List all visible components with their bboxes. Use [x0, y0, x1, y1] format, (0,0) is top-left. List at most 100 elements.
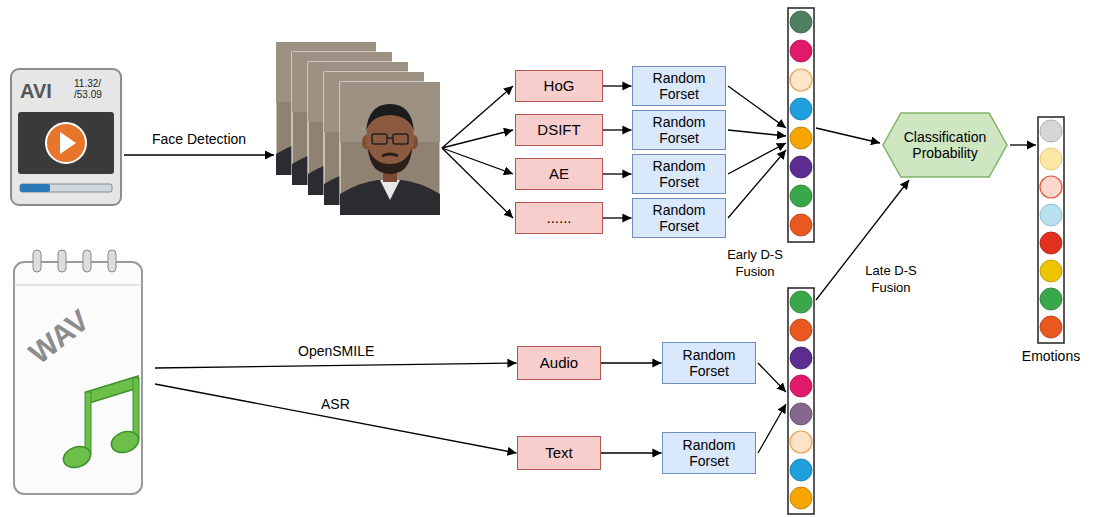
music-note — [60, 376, 141, 471]
connector-arrow — [601, 452, 662, 453]
connector-arrow — [728, 130, 786, 136]
vector-cell — [1040, 232, 1062, 254]
edge-label: ASR — [318, 396, 353, 413]
node-text: Random Forset — [648, 114, 710, 146]
face-frame — [340, 82, 440, 215]
connector-arrow — [155, 384, 517, 453]
fusion-hexagon: Classification Probability — [882, 112, 1008, 178]
progress-bar — [20, 184, 112, 192]
vector-cell — [790, 69, 812, 91]
classifier-box: Random Forset — [662, 342, 756, 384]
classifier-box: Random Forset — [632, 198, 726, 238]
vector-cell — [790, 431, 812, 453]
node-text: Audio — [540, 354, 578, 372]
play-triangle — [60, 132, 76, 154]
connector-arrow — [603, 129, 632, 130]
vector-cell — [790, 127, 812, 149]
vector-cell — [1040, 260, 1062, 282]
progress-fill — [20, 184, 50, 192]
feature-box: HoG — [515, 70, 603, 102]
connector-arrow — [728, 150, 786, 218]
binder-ring — [108, 250, 116, 272]
connector-arrow — [601, 362, 662, 363]
connector-arrow — [442, 86, 513, 148]
vector-cell — [790, 40, 812, 62]
feature-box: Text — [517, 436, 601, 470]
connector-arrow — [758, 404, 786, 453]
page-rule — [14, 285, 142, 286]
face-frames — [276, 42, 440, 215]
vector-frame — [788, 288, 814, 514]
play-button — [46, 123, 86, 163]
connector-arrow — [124, 154, 274, 155]
node-text: Random Forset — [678, 347, 740, 379]
annotation-label: Early D-S Fusion — [722, 246, 788, 280]
video-icon — [11, 69, 121, 205]
feature-box: Audio — [517, 346, 601, 380]
video-file-icon: AVI11.32/ /53.09 — [10, 68, 122, 206]
connector-arrow — [442, 130, 513, 148]
probability-vector — [788, 8, 814, 242]
vector-cell — [790, 214, 812, 236]
node-text: WAV — [23, 303, 96, 370]
connector-arrow — [816, 128, 880, 143]
audio-icon — [14, 250, 142, 494]
step-label: Face Detection — [152, 131, 246, 148]
vector-cell — [790, 375, 812, 397]
vector-cell — [790, 185, 812, 207]
binder-ring — [33, 250, 41, 272]
vector-cell — [790, 291, 812, 313]
classifier-box: Random Forset — [632, 110, 726, 150]
vector-cell — [790, 11, 812, 33]
vector-cell — [1040, 204, 1062, 226]
node-text: HoG — [544, 77, 575, 95]
audio-file-icon: WAV — [10, 250, 155, 502]
vector-cell — [1040, 288, 1062, 310]
connector-arrow — [603, 85, 632, 86]
annotation-label: Late D-S Fusion — [856, 262, 926, 296]
node-text: Random Forset — [648, 202, 710, 234]
vector-cell — [790, 347, 812, 369]
vector-frame — [1038, 117, 1064, 343]
classifier-box: Random Forset — [662, 432, 756, 474]
connector-arrow — [442, 148, 513, 174]
classifier-box: Random Forset — [632, 154, 726, 194]
binder-ring — [83, 250, 91, 272]
vector-cell — [790, 403, 812, 425]
connector-arrow — [442, 148, 513, 218]
connector-arrow — [155, 363, 517, 368]
vector-cell — [790, 319, 812, 341]
connector-arrow — [1010, 144, 1036, 145]
binder-ring — [58, 250, 66, 272]
vector-cell — [1040, 316, 1062, 338]
vector-cell — [1040, 176, 1062, 198]
node-text: AVI — [20, 80, 122, 102]
classifier-box: Random Forset — [632, 66, 726, 106]
edge-label: OpenSMILE — [295, 343, 377, 360]
vector-cell — [790, 459, 812, 481]
emotion-vector — [1038, 117, 1064, 343]
node-text: Random Forset — [648, 158, 710, 190]
node-text: AE — [549, 165, 569, 183]
vector-cell — [790, 487, 812, 509]
node-text: Random Forset — [678, 437, 740, 469]
vector-cell — [1040, 148, 1062, 170]
vector-cell — [790, 98, 812, 120]
node-text: Text — [545, 444, 573, 462]
connector-arrow — [603, 173, 632, 174]
node-subtext: 11.32/ /53.09 — [74, 78, 116, 100]
node-text: Classification Probability — [899, 129, 991, 161]
connector-arrow — [758, 363, 786, 392]
connector-arrow — [728, 86, 786, 128]
probability-vector — [788, 288, 814, 514]
vector-cell — [1040, 120, 1062, 142]
icon-page — [14, 262, 142, 494]
vector-cell — [790, 156, 812, 178]
feature-box: AE — [515, 158, 603, 190]
connector-arrow — [603, 217, 632, 218]
node-text: ...... — [546, 209, 571, 227]
hexagon-shape — [883, 113, 1007, 177]
icon-frame — [11, 69, 121, 205]
arrows — [124, 86, 1036, 453]
